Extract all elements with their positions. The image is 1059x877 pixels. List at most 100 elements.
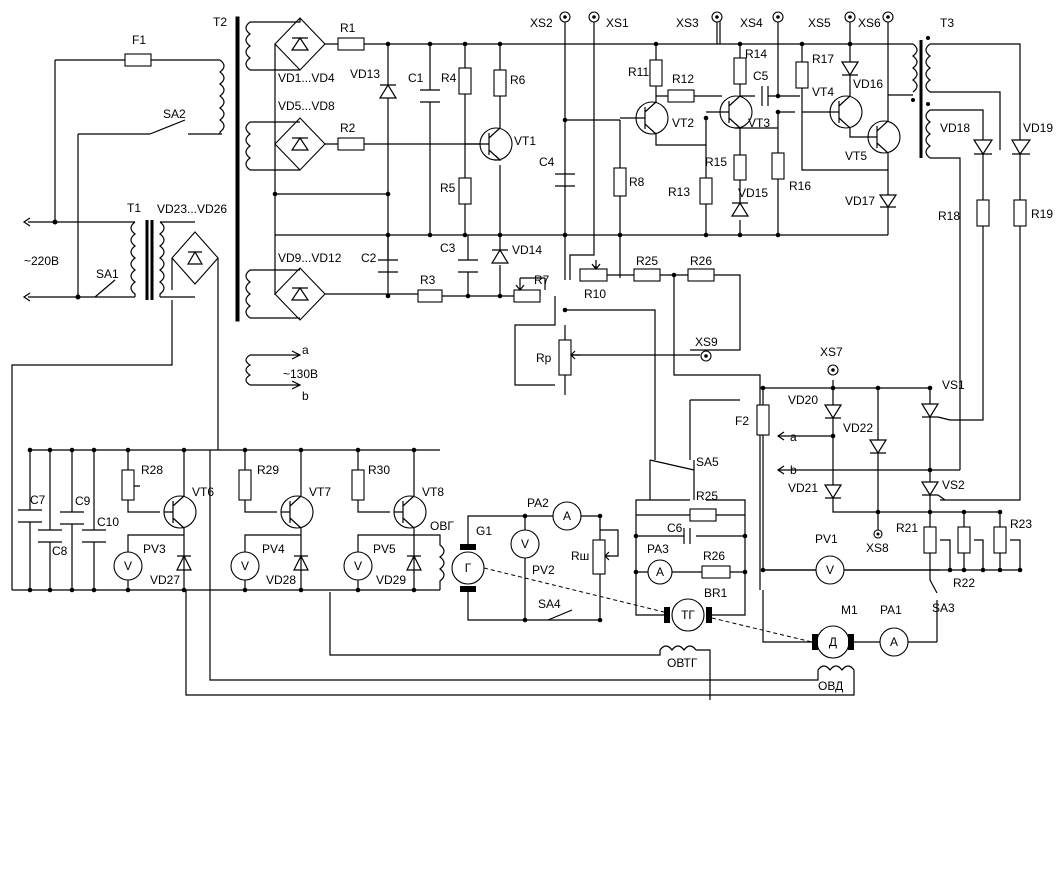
pa1-symbol: A: [890, 635, 898, 649]
pv5-symbol: V: [354, 559, 362, 573]
label-r30: R30: [368, 463, 390, 477]
transformer-t1: [11, 220, 219, 590]
junction-dot: [181, 447, 187, 453]
label-xs6: XS6: [858, 16, 881, 30]
label-vd21: VD21: [788, 481, 818, 495]
label-t1: T1: [127, 201, 141, 215]
label-vt3: VT3: [748, 116, 770, 130]
pv3-symbol: V: [124, 559, 132, 573]
pv1-symbol: V: [826, 563, 834, 577]
label-sa2: SA2: [163, 107, 186, 121]
junction-dot: [522, 617, 528, 623]
label-c7: C7: [30, 493, 46, 507]
label-pa2: PA2: [527, 496, 549, 510]
fuse-f1: [124, 53, 152, 67]
capacitors-top: [378, 89, 575, 273]
junction-dot: [760, 567, 766, 573]
label-pa3: PA3: [647, 542, 669, 556]
motor-symbol: Д: [829, 635, 837, 649]
junction-dot: [737, 41, 743, 47]
label-a-right: a: [790, 430, 797, 444]
junction-dot: [617, 232, 623, 238]
junction-dot: [633, 569, 639, 575]
label-r10: R10: [584, 287, 606, 301]
junction-dot: [562, 232, 568, 238]
junction-dot: [742, 533, 748, 539]
junction-dot: [298, 587, 304, 593]
junction-dot: [47, 587, 53, 593]
label-r28: R28: [141, 463, 163, 477]
junction-dot: [385, 293, 391, 299]
junction-dot: [799, 41, 805, 47]
label-xs5: XS5: [808, 16, 831, 30]
label-vd1-4: VD1...VD4: [278, 71, 335, 85]
generator-section: [329, 459, 813, 700]
junction-dot: [465, 293, 471, 299]
label-r5: R5: [440, 181, 456, 195]
junction-dot: [830, 385, 836, 391]
junction-dot: [47, 447, 53, 453]
label-vd27: VD27: [150, 573, 180, 587]
junction-dot: [181, 587, 187, 593]
junction-dot: [775, 93, 781, 99]
junction-dot: [737, 232, 743, 238]
junction-dot: [385, 191, 391, 197]
label-pv4: PV4: [262, 542, 285, 556]
label-vt7: VT7: [309, 485, 331, 499]
labels: F1 T2 SA2 T1 VD23...VD26 ~220В SA1 VD1..…: [24, 15, 1053, 693]
junction-dot: [742, 569, 748, 575]
label-r18: R18: [938, 209, 960, 223]
junction-dot: [462, 232, 468, 238]
junctions: [27, 41, 1023, 623]
junction-dot: [703, 115, 709, 121]
label-xs2: XS2: [530, 16, 553, 30]
junction-dot: [242, 587, 248, 593]
label-vd16: VD16: [853, 77, 883, 91]
label-t3: T3: [940, 16, 954, 30]
junction-dot: [69, 587, 75, 593]
label-r4: R4: [441, 71, 457, 85]
label-xs9: XS9: [695, 335, 718, 349]
junction-dot: [562, 117, 568, 123]
label-c6: C6: [667, 521, 683, 535]
label-vd5-8: VD5...VD8: [278, 99, 335, 113]
label-xs8: XS8: [866, 541, 889, 555]
junction-dot: [653, 41, 659, 47]
label-pv5: PV5: [373, 542, 396, 556]
junction-dot: [847, 41, 853, 47]
transformer-t2-secondaries: [245, 17, 418, 390]
junction-dot: [385, 41, 391, 47]
label-vd15: VD15: [738, 186, 768, 200]
label-sa3: SA3: [932, 601, 955, 615]
label-ovtg: ОВТГ: [667, 656, 698, 670]
label-pa1: PA1: [880, 603, 902, 617]
junction-dot: [497, 232, 503, 238]
label-vt5: VT5: [845, 149, 867, 163]
resistors-top: [337, 37, 715, 376]
junction-dot: [497, 293, 503, 299]
junction-dot: [411, 447, 417, 453]
junction-dot: [91, 447, 97, 453]
label-r6: R6: [510, 73, 526, 87]
label-vd23-26: VD23...VD26: [157, 202, 227, 216]
label-c5: C5: [753, 69, 769, 83]
sockets-top: [559, 11, 894, 362]
label-r16: R16: [789, 179, 811, 193]
junction-dot: [27, 447, 33, 453]
junction-dot: [597, 513, 603, 519]
label-r8: R8: [629, 175, 645, 189]
junction-dot: [997, 509, 1003, 515]
junction-dot: [875, 509, 881, 515]
pa3-symbol: A: [656, 565, 664, 579]
label-r2: R2: [340, 121, 356, 135]
label-r23: R23: [1010, 517, 1032, 531]
label-vd17: VD17: [845, 194, 875, 208]
junction-dot: [355, 587, 361, 593]
transistor-vt2: [620, 44, 722, 235]
pv4-symbol: V: [241, 559, 249, 573]
label-vd9-12: VD9...VD12: [278, 251, 342, 265]
junction-dot: [703, 232, 709, 238]
junction-dot: [633, 533, 639, 539]
junction-dot: [411, 587, 417, 593]
